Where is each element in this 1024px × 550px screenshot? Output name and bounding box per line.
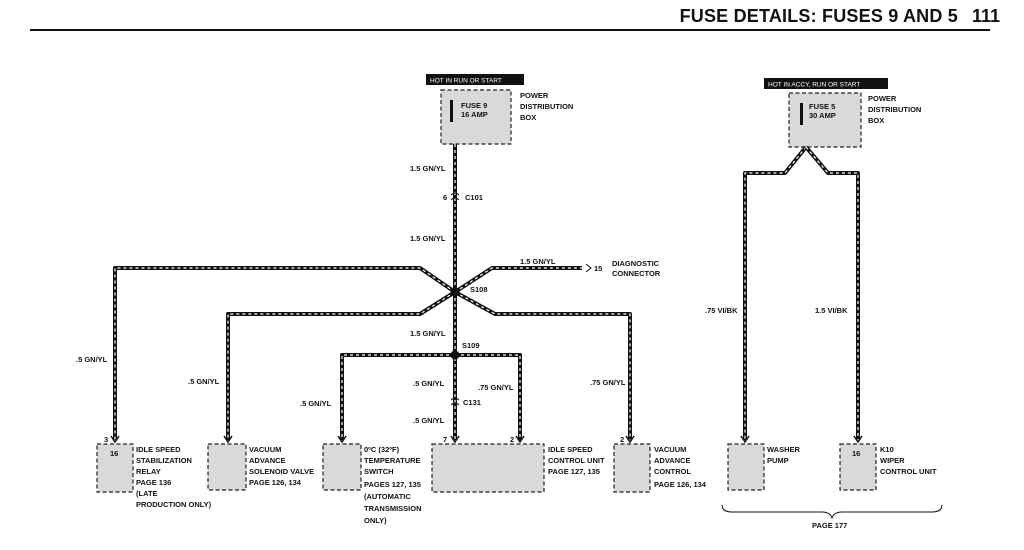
wire-label-diag: 1.5 GN/YL — [520, 257, 556, 266]
idle-relay-pin: 3 — [104, 435, 108, 444]
temp-switch-extra-1: PAGES 127, 135 — [364, 480, 421, 489]
fuse5-box-label-1: POWER — [868, 94, 897, 103]
left-circuit-wires — [113, 144, 632, 440]
wire-label-idle-relay: .5 GN/YL — [76, 355, 108, 364]
fuse9-rating: 16 AMP — [461, 110, 488, 119]
bracket-page-label: PAGE 177 — [812, 521, 847, 530]
s108-label: S108 — [470, 285, 488, 294]
page-number: 111 — [971, 6, 1000, 26]
wire-label-main-3: 1.5 GN/YL — [410, 329, 446, 338]
wire-label-idle-ecu-c: .5 GN/YL — [413, 416, 445, 425]
idle-relay-extra-3: PRODUCTION ONLY) — [136, 500, 212, 509]
vacuum-solenoid-label-2: ADVANCE — [249, 456, 286, 465]
connector-c101 — [450, 192, 460, 201]
left-connector-arrows — [110, 435, 635, 444]
fuse9-distribution-box: FUSE 9 16 AMP POWER DISTRIBUTION BOX — [440, 89, 573, 145]
idle-ecu-pin-b: 2 — [510, 435, 514, 444]
idle-relay-extra-2: (LATE — [136, 489, 158, 498]
idle-ecu-pin-a: 7 — [443, 435, 447, 444]
right-connector-arrows — [740, 435, 863, 444]
idle-relay-extra-1: PAGE 136 — [136, 478, 171, 487]
diag-pin: 15 — [594, 264, 602, 273]
wiper-control-label-3: CONTROL UNIT — [880, 467, 937, 476]
vacuum-solenoid-label-1: VACUUM — [249, 445, 281, 454]
temp-switch-extra-3: TRANSMISSION — [364, 504, 422, 513]
vacuum-control-label-1: VACUUM — [654, 445, 686, 454]
fuse9-box-label-1: POWER — [520, 91, 549, 100]
s109-label: S109 — [462, 341, 480, 350]
idle-speed-stabilization-relay: 3 16 IDLE SPEED STABILIZATION RELAY PAGE… — [96, 435, 212, 509]
vacuum-control-pin: 2 — [620, 435, 624, 444]
splice-s109 — [450, 350, 460, 360]
wire-label-vacuum-control: .75 GN/YL — [590, 378, 626, 387]
fuse9-hot-label: HOT IN RUN OR START — [426, 74, 524, 85]
vacuum-advance-solenoid-valve: VACUUM ADVANCE SOLENOID VALVE PAGE 126, … — [207, 443, 314, 491]
fuse5-name: FUSE 5 — [809, 102, 835, 111]
fuse5-hot-label: HOT IN ACCY, RUN OR START — [764, 78, 888, 89]
washer-pump-label-1: WASHER — [767, 445, 801, 454]
temp-switch-extra-2: (AUTOMATIC — [364, 492, 411, 501]
fuse5-box-label-2: DISTRIBUTION — [868, 105, 921, 114]
fuse9-hot-label-text: HOT IN RUN OR START — [430, 78, 502, 85]
vacuum-solenoid-extra-1: PAGE 126, 134 — [249, 478, 302, 487]
temperature-switch: 0ºC (32ºF) TEMPERATURE SWITCH PAGES 127,… — [322, 443, 422, 525]
c131-label: C131 — [463, 398, 481, 407]
wiper-control-label-2: WIPER — [880, 456, 905, 465]
idle-ecu-extra-1: PAGE 127, 135 — [548, 467, 600, 476]
washer-pump: WASHER PUMP — [727, 443, 801, 491]
idle-relay-label-1: IDLE SPEED — [136, 445, 181, 454]
page-177-bracket: PAGE 177 — [721, 504, 943, 530]
diagnostic-connector-symbol — [585, 263, 592, 273]
idle-speed-control-unit: 7 2 IDLE SPEED CONTROL UNIT PAGE 127, 13… — [431, 435, 605, 493]
diag-label-2: CONNECTOR — [612, 269, 661, 278]
fuse5-distribution-box: FUSE 5 30 AMP POWER DISTRIBUTION BOX — [788, 92, 921, 148]
wire-label-idle-ecu-a: .5 GN/YL — [413, 379, 445, 388]
page-title: FUSE DETAILS: FUSES 9 AND 5 — [679, 6, 958, 26]
wire-label-wiper: 1.5 VI/BK — [815, 306, 848, 315]
wire-label-vacuum-solenoid: .5 GN/YL — [188, 377, 220, 386]
idle-ecu-label-2: CONTROL UNIT — [548, 456, 605, 465]
wire-label-main-1: 1.5 GN/YL — [410, 164, 446, 173]
idle-relay-label-2: STABILIZATION — [136, 456, 192, 465]
vacuum-control-label-3: CONTROL — [654, 467, 691, 476]
vacuum-control-extra-1: PAGE 126, 134 — [654, 480, 707, 489]
fuse5-box-label-3: BOX — [868, 116, 884, 125]
idle-ecu-label-1: IDLE SPEED — [548, 445, 593, 454]
idle-relay-label-3: RELAY — [136, 467, 161, 476]
vacuum-advance-control: 2 VACUUM ADVANCE CONTROL PAGE 126, 134 — [613, 435, 707, 493]
c101-pin: 6 — [443, 193, 447, 202]
vacuum-solenoid-label-3: SOLENOID VALVE — [249, 467, 314, 476]
wiper-control-label-1: K10 — [880, 445, 894, 454]
wiper-control-inner: 16 — [852, 449, 860, 458]
fuse9-name: FUSE 9 — [461, 101, 487, 110]
fuse9-box-label-3: BOX — [520, 113, 536, 122]
temp-switch-label-1: 0ºC (32ºF) — [364, 445, 400, 454]
page-header: FUSE DETAILS: FUSES 9 AND 5 111 — [0, 0, 1024, 34]
wire-label-washer: .75 VI/BK — [705, 306, 738, 315]
c101-label: C101 — [465, 193, 483, 202]
temp-switch-label-3: SWITCH — [364, 467, 394, 476]
wire-label-idle-ecu-b: .75 GN/YL — [478, 383, 514, 392]
wire-label-main-2: 1.5 GN/YL — [410, 234, 446, 243]
washer-pump-label-2: PUMP — [767, 456, 789, 465]
idle-relay-inner: 16 — [110, 449, 118, 458]
diag-label-1: DIAGNOSTIC — [612, 259, 660, 268]
vacuum-control-label-2: ADVANCE — [654, 456, 691, 465]
right-circuit-wires — [743, 145, 860, 440]
temp-switch-label-2: TEMPERATURE — [364, 456, 421, 465]
connector-c131 — [450, 397, 460, 406]
temp-switch-extra-4: ONLY) — [364, 516, 387, 525]
wire-label-temp-switch: .5 GN/YL — [300, 399, 332, 408]
header-rule — [30, 29, 990, 31]
wiper-control-unit: 16 K10 WIPER CONTROL UNIT — [839, 443, 937, 491]
fuse5-hot-label-text: HOT IN ACCY, RUN OR START — [768, 82, 860, 89]
fuse5-rating: 30 AMP — [809, 111, 836, 120]
fuse9-box-label-2: DISTRIBUTION — [520, 102, 573, 111]
splice-s108 — [450, 287, 460, 297]
